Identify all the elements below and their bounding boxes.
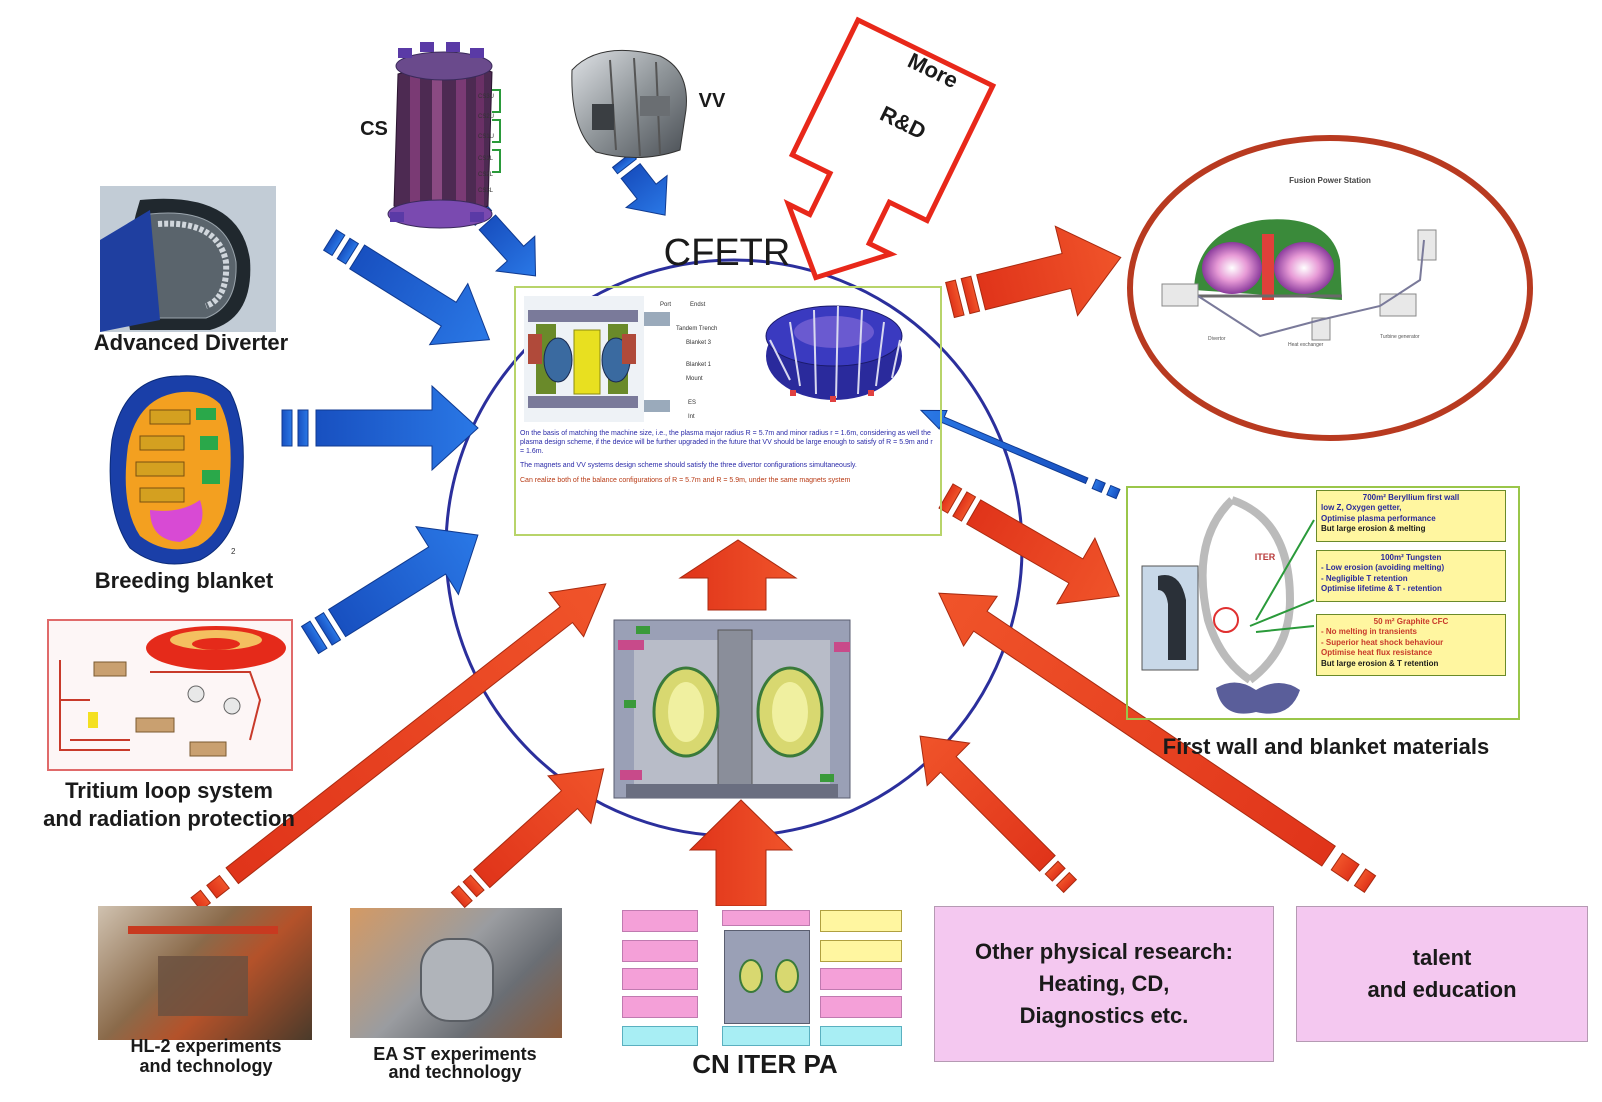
east-photo [350, 908, 562, 1038]
svg-text:2: 2 [231, 547, 236, 556]
east-label-2: and technology [388, 1062, 522, 1082]
firstwall-box-3: 50 m² Graphite CFC - No melting in trans… [1316, 614, 1506, 676]
vv-illustration [571, 50, 687, 158]
blanket-illustration: 2 [109, 375, 244, 565]
firstwall-label: First wall and blanket materials [1162, 734, 1490, 759]
fw3-line4: Optimise heat flux resistance [1321, 648, 1433, 658]
fw1-line4: But large erosion & melting [1321, 524, 1426, 534]
fusion-station-title: Fusion Power Station [1289, 176, 1371, 185]
fw2-line1: 100m² Tungsten [1380, 553, 1442, 562]
east-label-1: EA ST experiments [373, 1044, 537, 1064]
cfetr-paragraph-2: The magnets and VV systems design scheme… [520, 462, 857, 470]
firstwall-drawings [1141, 496, 1315, 714]
svg-text:Heat exchanger: Heat exchanger [1288, 342, 1324, 348]
svg-text:Mount: Mount [686, 376, 703, 382]
svg-text:Int: Int [688, 414, 695, 420]
cfetr-3d-model [765, 305, 903, 402]
cfetr-panel [514, 286, 942, 536]
blanket-label: Breeding blanket [94, 568, 274, 593]
svg-text:CS1U: CS1U [478, 134, 494, 140]
fw3-line5: But large erosion & T retention [1321, 658, 1439, 668]
svg-text:Tandem Trench: Tandem Trench [676, 326, 717, 332]
cniter-diagram [614, 906, 910, 1046]
fw1-line3: Optimise plasma performance [1321, 513, 1436, 523]
red-arrows [190, 225, 1377, 912]
fw3-line1: 50 m² Graphite CFC [1373, 617, 1449, 626]
talent-line-2: and education [1367, 977, 1517, 1002]
svg-text:CS3U: CS3U [478, 94, 494, 100]
hl2-label-2: and technology [139, 1056, 273, 1076]
other-line-2: Heating, CD, [1038, 971, 1170, 997]
svg-text:CS3L: CS3L [478, 188, 494, 194]
talent-box: talent and education [1296, 906, 1588, 1042]
svg-text:Endst: Endst [690, 302, 706, 308]
diverter-illustration [100, 186, 276, 332]
svg-text:ES: ES [688, 400, 696, 406]
fw2-line4: Optimise lifetime & T - retention [1321, 584, 1442, 594]
svg-text:Turbine generator: Turbine generator [1380, 334, 1420, 340]
cfetr-panel-text: On the basis of matching the machine siz… [520, 430, 934, 486]
hl2-label-1: HL-2 experiments [130, 1036, 282, 1056]
fw2-line3: - Negligible T retention [1321, 573, 1408, 583]
firstwall-box-1: 700m² Beryllium first wall low Z, Oxygen… [1316, 490, 1506, 542]
svg-text:Blanket 1: Blanket 1 [686, 362, 712, 368]
cfetr-paragraph-1: On the basis of matching the machine siz… [520, 430, 933, 455]
fw3-line2: - No melting in transients [1321, 627, 1418, 637]
svg-text:CS2U: CS2U [478, 114, 494, 120]
fw1-line1: 700m² Beryllium first wall [1362, 493, 1460, 502]
diverter-label: Advanced Diverter [93, 330, 289, 355]
cniter-label: CN ITER PA [692, 1049, 838, 1079]
svg-text:CS2L: CS2L [478, 172, 494, 178]
more-rd-callout [783, 16, 997, 281]
iter-label: ITER [1254, 552, 1276, 562]
fw2-line2: - Low erosion (avoiding melting) [1321, 563, 1445, 573]
firstwall-panel [1126, 486, 1520, 720]
cfetr-title: CFETR [663, 232, 791, 274]
svg-text:Divertor: Divertor [1208, 336, 1226, 342]
firstwall-box-2: 100m² Tungsten - Low erosion (avoiding m… [1316, 550, 1506, 602]
cs-coil-illustration: CS3U CS2U CS1U CS1L CS2L CS3L [387, 42, 501, 229]
fw3-line3: - Superior heat shock behaviour [1321, 637, 1444, 647]
other-research-box: Other physical research: Heating, CD, Di… [934, 906, 1274, 1062]
blue-arrows [281, 151, 1121, 655]
talent-line-1: talent [1412, 945, 1472, 971]
other-line-1: Other physical research: [974, 939, 1233, 965]
svg-text:Blanket 3: Blanket 3 [686, 340, 712, 346]
tritium-label-2: and radiation protection [43, 806, 295, 831]
svg-text:CS1L: CS1L [478, 156, 494, 162]
tritium-label-1: Tritium loop system [65, 778, 273, 803]
svg-text:Port: Port [660, 302, 671, 308]
cfetr-paragraph-3: Can realize both of the balance configur… [520, 477, 851, 484]
cs-label: CS [360, 118, 388, 140]
hl2-photo [98, 906, 312, 1040]
other-line-3: Diagnostics etc. [1019, 1002, 1189, 1028]
vv-label: VV [698, 90, 726, 112]
tritium-illustration [47, 619, 293, 771]
iter-tokamak-illustration [613, 619, 851, 799]
fw1-line2: low Z, Oxygen getter, [1321, 503, 1402, 513]
